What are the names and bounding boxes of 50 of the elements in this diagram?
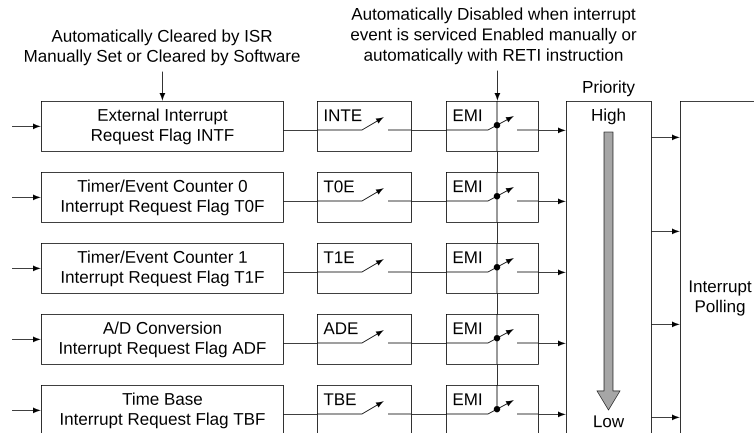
connector-line: [411, 130, 446, 131]
priority-box: Priority High Low: [566, 80, 652, 433]
arrow: [651, 134, 679, 140]
connector-line: [283, 272, 318, 273]
arrow: [12, 408, 40, 414]
connector-line: [283, 200, 318, 202]
arrow: [538, 128, 565, 134]
arrow: [538, 412, 565, 418]
connector-line: [411, 200, 446, 202]
switch-box: EMI: [446, 314, 539, 365]
arrow: [651, 228, 679, 234]
connector-line: [283, 414, 318, 415]
connector-line: [497, 222, 498, 244]
arrow: [651, 322, 679, 328]
flag-box: Timer/Event Counter 1 Interrupt Request Flag T1F: [41, 242, 284, 294]
arrow: [538, 270, 565, 276]
polling-box: Interrupt Polling: [680, 101, 754, 433]
connector-line: [411, 342, 446, 344]
connector-line: [411, 272, 446, 273]
connector-line: [497, 151, 498, 172]
flag-box: Time Base Interrupt Request Flag TBF: [41, 384, 284, 433]
arrow: [12, 124, 40, 130]
arrow: [12, 266, 40, 272]
arrow: [12, 336, 40, 342]
annotation-text: Automatically Disabled when interrupt event is serviced Enabled manually or automatically with RETI instruction: [351, 7, 636, 64]
annotation-text: Automatically Cleared by ISR Manually Set or Cleared by Software: [24, 29, 300, 66]
arrow: [651, 414, 679, 420]
switch-box: ADE: [317, 314, 412, 365]
flag-box: Timer/Event Counter 0 Interrupt Request Flag T0F: [41, 172, 284, 223]
connector-line: [411, 414, 446, 415]
switch-box: EMI: [446, 242, 539, 294]
arrow: [160, 71, 166, 100]
flag-box: A/D Conversion Interrupt Request Flag ADF: [41, 314, 284, 365]
switch-box: EMI: [446, 384, 539, 433]
arrow: [538, 198, 565, 204]
node-label: Priority: [583, 80, 635, 96]
connector-line: [283, 342, 318, 344]
connector-line: [283, 130, 318, 131]
switch-box: EMI: [446, 172, 539, 223]
connector-line: [497, 364, 498, 386]
arrow: [494, 70, 500, 100]
flag-box: External Interrupt Request Flag INTF: [41, 101, 284, 152]
switch-box: TBE: [317, 384, 412, 433]
arrow: [538, 340, 565, 346]
arrow: [12, 194, 40, 200]
switch-box: EMI: [446, 101, 539, 152]
switch-box: T1E: [317, 242, 412, 294]
switch-box: T0E: [317, 172, 412, 223]
switch-box: INTE: [317, 101, 412, 152]
connector-line: [497, 293, 498, 314]
